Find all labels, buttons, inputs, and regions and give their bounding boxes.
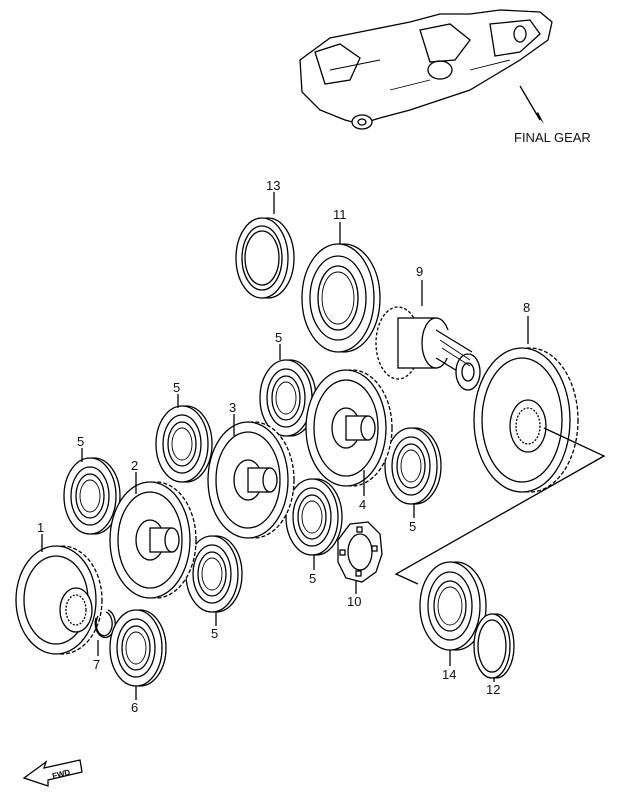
part-7-circlip [94, 609, 116, 639]
part-5-bearing-b [155, 405, 213, 483]
part-12-label: 12 [486, 682, 500, 697]
part-5e-label: 5 [309, 571, 316, 586]
part-13-seal [235, 217, 295, 299]
part-4-label: 4 [359, 497, 366, 512]
part-10-label: 10 [347, 594, 361, 609]
part-12-spacer [473, 613, 515, 679]
part-5c-label: 5 [77, 434, 84, 449]
part-2-gear [109, 481, 197, 599]
part-13-label: 13 [266, 178, 280, 193]
part-5-bearing-e [285, 478, 343, 556]
part-7-label: 7 [93, 657, 100, 672]
part-2-label: 2 [131, 458, 138, 473]
part-5b-label: 5 [173, 380, 180, 395]
part-8-gear [473, 347, 579, 493]
part-8-label: 8 [523, 300, 530, 315]
part-14-label: 14 [442, 667, 456, 682]
part-9-label: 9 [416, 264, 423, 279]
part-1-gear [15, 545, 103, 655]
part-9-shaft-gear [375, 306, 481, 391]
part-3-gear [207, 421, 295, 539]
part-5d-label: 5 [409, 519, 416, 534]
forward-arrow: FWD [22, 759, 83, 787]
part-14-bearing [419, 561, 487, 651]
part-6-label: 6 [131, 700, 138, 715]
part-5-bearing-d [384, 427, 442, 505]
part-11-bearing [301, 243, 381, 353]
part-3-label: 3 [229, 400, 236, 415]
assembly-bracket [394, 427, 606, 585]
part-10-washer [337, 521, 383, 583]
final-gear-label: FINAL GEAR [514, 130, 591, 145]
forward-label: FWD [51, 768, 71, 781]
part-6-bearing [109, 609, 167, 687]
part-5a-label: 5 [275, 330, 282, 345]
part-5f-label: 5 [211, 626, 218, 641]
part-4-gear [305, 369, 393, 487]
part-11-label: 11 [333, 207, 347, 222]
part-1-label: 1 [37, 520, 44, 535]
final-gear-housing [299, 9, 553, 130]
